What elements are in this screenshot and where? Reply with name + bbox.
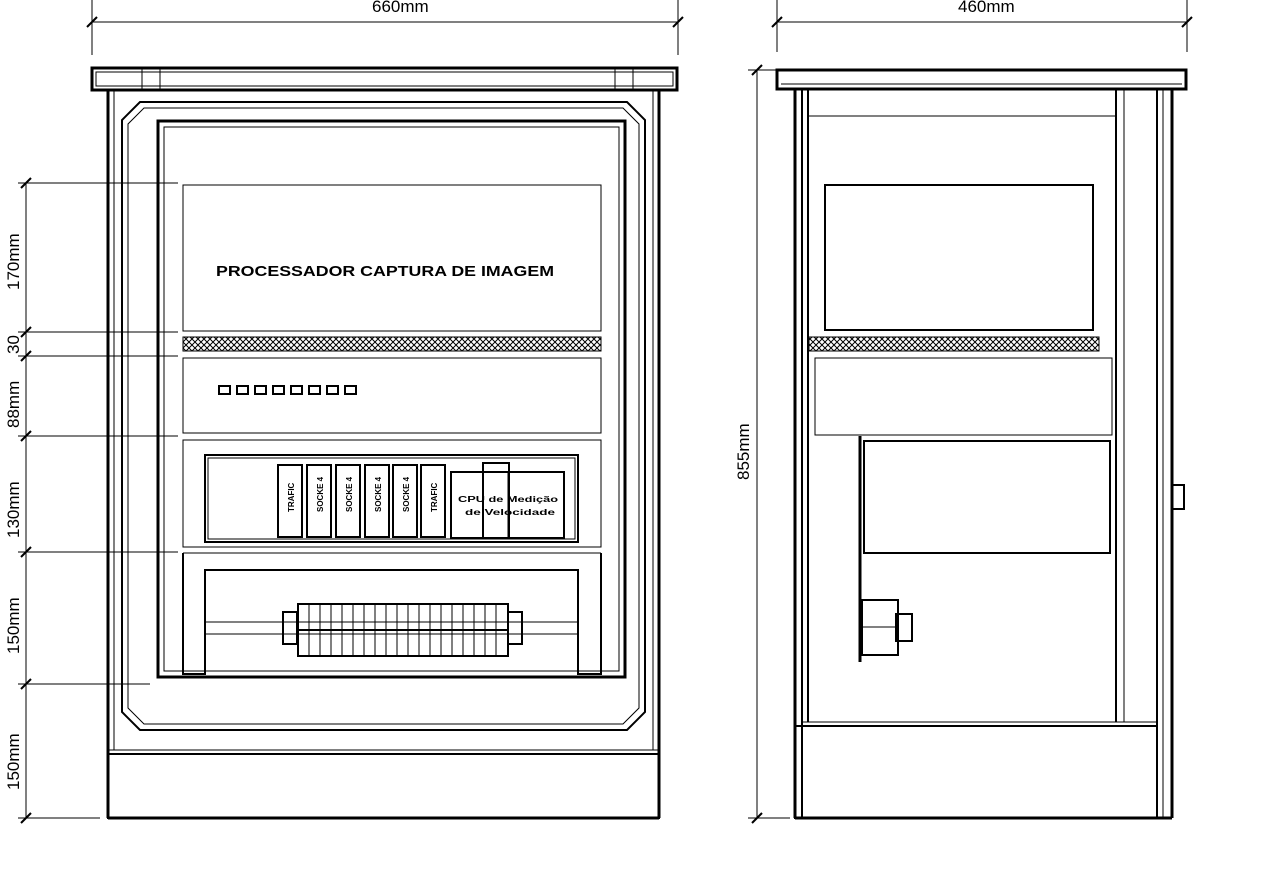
side-indicator-panel [814,357,1113,436]
indicator-light [236,385,249,395]
module-card: TRAFIC [277,464,303,538]
terminal-panel [182,552,602,675]
indicator-panel [182,357,602,434]
dimension-label-170: 170mm [4,233,23,290]
indicator-light [218,385,231,395]
indicator-light [308,385,321,395]
dimension-label-150-b: 150mm [4,733,23,790]
cpu-module: CPU de Medição de Velocidade [450,462,565,539]
side-vent-hatch [808,336,1100,352]
side-view: 460mm 855mm [734,0,1193,824]
front-door [121,101,646,731]
module-card: SOCKE 4 [335,464,361,538]
front-cabinet-body [106,90,661,820]
dimension-label-150-a: 150mm [4,597,23,654]
dimension-label-88: 88mm [4,381,23,428]
module-card: TRAFIC [420,464,446,538]
terminal-block [282,603,523,657]
module-card: SOCKE 4 [364,464,390,538]
cpu-module-line1: CPU de Medição [458,495,558,504]
indicator-lights [218,385,357,395]
module-card-label: TRAFIC [430,482,439,512]
side-terminal-block [861,599,913,656]
module-card-label: SOCKE 4 [374,476,383,512]
module-rack: TRAFIC SOCKE 4 SOCKE 4 SOCKE 4 SOCKE 4 T… [182,439,602,548]
indicator-light [290,385,303,395]
front-vent-hatch [182,336,602,352]
dimension-label-30: 30 [4,335,23,354]
side-processor-box [824,184,1094,331]
side-cabinet-body [793,89,1185,820]
front-lid [90,66,679,92]
module-card: SOCKE 4 [392,464,418,538]
front-width-label: 660mm [372,0,429,16]
front-width-dimension: 660mm [86,0,684,55]
front-view: 660mm [4,0,684,824]
dimension-label-130: 130mm [4,481,23,538]
side-width-label: 460mm [958,0,1015,16]
indicator-light [254,385,267,395]
processor-title: PROCESSADOR CAPTURA DE IMAGEM [216,263,554,280]
front-height-dimensions: 170mm 30 88mm 130mm 150mm 150mm [4,177,178,824]
module-card-label: SOCKE 4 [345,476,354,512]
side-height-label: 855mm [734,423,753,480]
side-lid [775,68,1188,91]
module-card-label: SOCKE 4 [316,476,325,512]
indicator-light [272,385,285,395]
indicator-light [326,385,339,395]
side-module-rack [863,440,1111,554]
module-card-label: SOCKE 4 [402,476,411,512]
side-height-dimension: 855mm [734,64,790,824]
module-card-label: TRAFIC [287,482,296,512]
indicator-light [344,385,357,395]
cpu-module-line2: de Velocidade [465,508,556,517]
processor-panel: PROCESSADOR CAPTURA DE IMAGEM [182,184,602,332]
module-card: SOCKE 4 [306,464,332,538]
side-width-dimension: 460mm [771,0,1193,52]
